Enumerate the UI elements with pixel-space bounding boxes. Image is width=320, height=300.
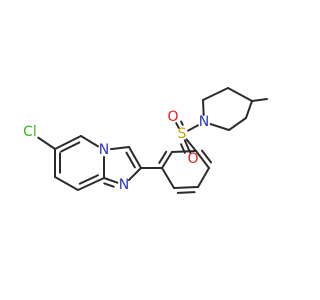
bond-Np-p2 — [202, 99, 205, 117]
double-bond-S-O2 — [180, 143, 186, 154]
bond-c2-N1 — [127, 167, 142, 182]
bond-p6-Np — [209, 123, 230, 131]
double-bond-S-O1 — [180, 120, 184, 126]
double-bond-ar3-ar4 — [200, 149, 213, 164]
atom-label-n-ring: N — [99, 142, 109, 158]
bond-p2-p3 — [202, 87, 229, 101]
bond-c6-Cl — [37, 136, 56, 150]
bond-p4-p5 — [245, 100, 253, 119]
double-bond-ar5-ar6 — [176, 191, 196, 194]
double-bond-c8a-c8 — [78, 174, 100, 185]
bond-c8-c7 — [54, 176, 79, 191]
bond-N1-c8a — [103, 177, 119, 184]
bond-ar5-ar6 — [173, 186, 199, 189]
atom-label-s: S — [178, 126, 187, 142]
bond-N4-c3 — [109, 146, 130, 151]
bond-lines — [37, 87, 268, 194]
bond-p3-p4 — [227, 87, 253, 102]
bond-c8a-c8 — [77, 177, 105, 191]
double-bond-c3-c2 — [125, 151, 136, 169]
atom-label-n-imine: N — [119, 177, 129, 193]
bond-p4-me — [251, 98, 268, 102]
bond-S-O1 — [175, 122, 180, 129]
bond-ar4-ar5 — [197, 167, 210, 188]
bond-c6-c5 — [54, 135, 82, 150]
bond-ar1-ar2 — [161, 151, 173, 169]
bond-S-O2 — [183, 139, 192, 154]
bond-c3-c2 — [128, 146, 142, 169]
double-bond-c6-c5 — [60, 141, 81, 153]
bond-S-Np — [187, 124, 199, 132]
atom-label-o-bottom: O — [187, 151, 198, 167]
double-bond-ar1-ar2 — [158, 150, 168, 164]
atom-label-n-pip: N — [199, 114, 209, 130]
double-bond-N1-c8a — [103, 182, 115, 188]
bond-ar3-ar4 — [195, 150, 210, 169]
bond-ar3-S — [185, 138, 197, 152]
atom-label-cl: Cl — [23, 124, 37, 140]
atom-label-o-top: O — [167, 109, 178, 125]
bond-p5-p6 — [228, 117, 247, 131]
bond-c5-N4 — [80, 135, 100, 148]
bond-ar6-ar1 — [161, 167, 175, 189]
